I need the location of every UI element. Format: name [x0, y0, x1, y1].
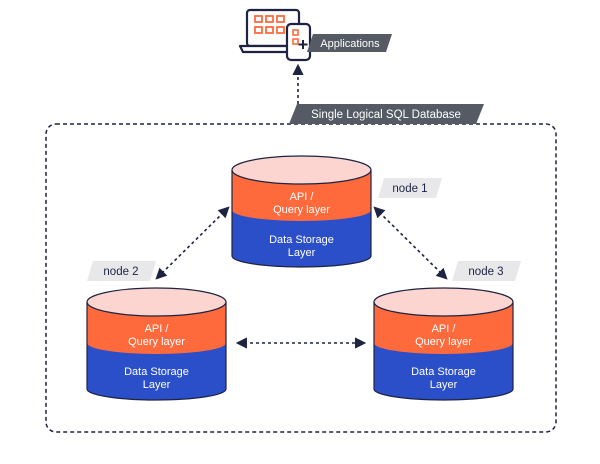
cluster-label: Single Logical SQL Database: [311, 109, 461, 121]
phone-icon: [285, 22, 312, 62]
node-3-storage-line-2: Layer: [430, 379, 458, 391]
node-2-tag: node 2: [87, 261, 156, 281]
node-1-storage-line-1: Data Storage: [269, 234, 334, 246]
connector-node1-node3: [373, 206, 448, 280]
node-1: API / Query layer Data Storage Layer: [231, 155, 372, 268]
node-1-label: node 1: [392, 183, 427, 195]
node-3-label: node 3: [468, 266, 503, 278]
node-1-tag: node 1: [378, 178, 442, 198]
node-3-storage-line-1: Data Storage: [411, 366, 476, 378]
connector-node1-node2: [155, 206, 230, 280]
node-2-label: node 2: [103, 266, 138, 278]
node-3-tag: node 3: [452, 261, 521, 281]
node-1-storage-line-2: Layer: [288, 247, 316, 259]
node-2-api-line-2: Query layer: [128, 336, 185, 348]
node-1-api-line-1: API /: [290, 191, 315, 203]
node-2: API / Query layer Data Storage Layer: [86, 287, 227, 401]
node-3: API / Query layer Data Storage Layer: [373, 287, 514, 401]
applications-tag: Applications: [307, 34, 392, 52]
node-1-api-line-2: Query layer: [273, 204, 330, 216]
applications-label: Applications: [320, 38, 380, 50]
node-3-api-line-1: API /: [432, 323, 457, 335]
node-2-storage-line-2: Layer: [143, 379, 171, 391]
node-2-api-line-1: API /: [145, 323, 170, 335]
node-3-api-line-2: Query layer: [415, 336, 472, 348]
cluster-tag: Single Logical SQL Database: [289, 104, 484, 124]
node-2-storage-line-1: Data Storage: [124, 366, 189, 378]
